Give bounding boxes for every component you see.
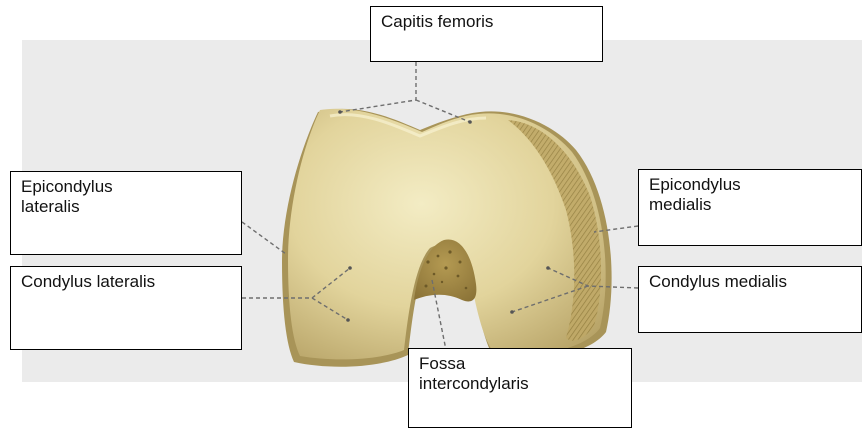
label-condylus-lateralis: Condylus lateralis [10,266,242,350]
label-epicondylus-lateralis: Epicondylus lateralis [10,171,242,255]
label-fossa-intercondylaris: Fossa intercondylaris [408,348,632,428]
label-epicondylus-medialis: Epicondylus medialis [638,169,862,246]
label-capitis-femoris: Capitis femoris [370,6,603,62]
label-condylus-medialis: Condylus medialis [638,266,862,333]
